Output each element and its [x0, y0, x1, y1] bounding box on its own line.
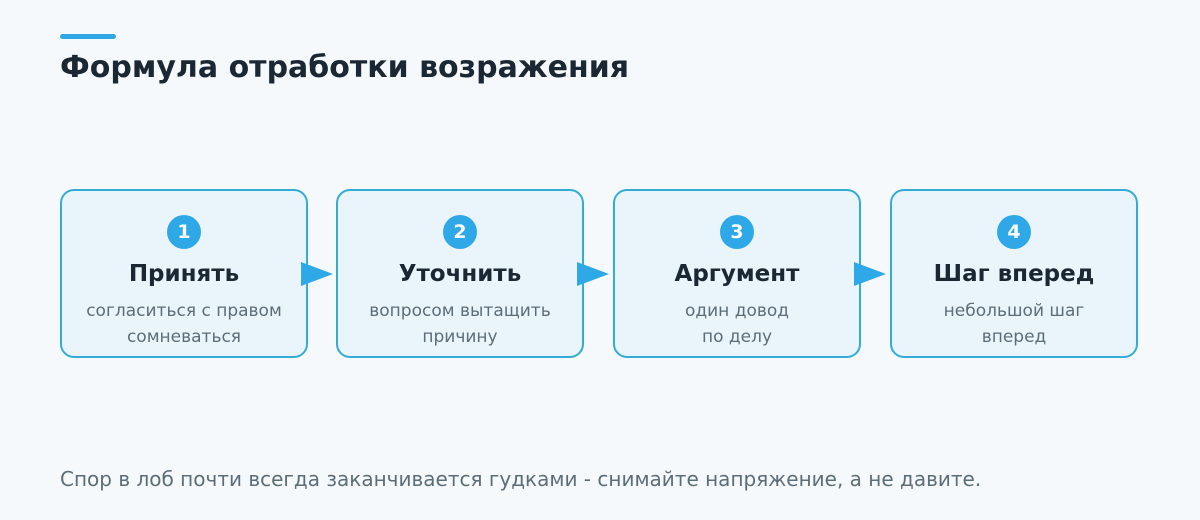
step-description: небольшой шаг вперед — [902, 298, 1126, 350]
step-description-line: согласиться с правом — [86, 301, 282, 321]
arrow-right-icon — [301, 262, 333, 286]
step-number-badge: 4 — [997, 215, 1031, 249]
step-description: вопросом вытащить причину — [348, 298, 572, 350]
step-description-line: небольшой шаг — [943, 301, 1085, 321]
step-description-line: сомневаться — [126, 327, 242, 347]
step-card-argument: 3 Аргумент один довод по делу — [613, 189, 861, 358]
step-card-accept: 1 Принять согласиться с правом сомневать… — [60, 189, 308, 358]
arrow-right-icon — [854, 262, 886, 286]
step-description: согласиться с правом сомневаться — [72, 298, 296, 350]
step-description: один довод по делу — [625, 298, 849, 350]
title-accent-bar — [60, 34, 116, 39]
step-title: Уточнить — [398, 261, 522, 287]
step-title: Принять — [128, 261, 240, 287]
step-number-badge: 1 — [167, 215, 201, 249]
step-number-badge: 3 — [720, 215, 754, 249]
step-description-line: вопросом вытащить — [369, 301, 551, 321]
step-title: Шаг вперед — [933, 261, 1095, 287]
step-description-line: вперед — [981, 327, 1047, 347]
arrow-right-icon — [577, 262, 609, 286]
step-card-clarify: 2 Уточнить вопросом вытащить причину — [336, 189, 584, 358]
step-number-badge: 2 — [443, 215, 477, 249]
step-title: Аргумент — [674, 261, 800, 287]
step-description-line: по делу — [701, 327, 773, 347]
step-description-line: причину — [422, 327, 498, 347]
footer-note: Спор в лоб почти всегда заканчивается гу… — [60, 467, 982, 491]
page-title: Формула отработки возражения — [60, 50, 630, 85]
step-card-step-forward: 4 Шаг вперед небольшой шаг вперед — [890, 189, 1138, 358]
step-description-line: один довод — [684, 301, 790, 321]
